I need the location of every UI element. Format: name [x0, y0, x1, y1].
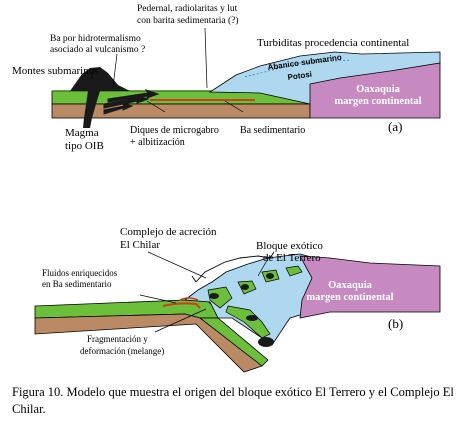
oaxaquia-margin-b	[299, 255, 441, 319]
label-ba-sed: Ba sedimentario	[240, 125, 305, 136]
label-diques-1: Diques de microgabro	[130, 125, 219, 136]
label-frag-2: deformación (melange)	[80, 346, 164, 356]
panel-letter-a: (a)	[388, 119, 402, 134]
label-diques-2: + albitización	[130, 137, 185, 148]
figure-caption: Figura 10. Modelo que muestra el origen …	[12, 385, 454, 416]
label-oaxaquia-a-1: Oaxaquia	[356, 84, 401, 95]
dikes	[103, 89, 160, 115]
label-bloque-2: de El Terrero	[263, 252, 321, 264]
label-magma-2: tipo OIB	[65, 140, 104, 152]
panel-letter-b: (b)	[388, 316, 403, 331]
label-fluidos-1: Fluidos enriquecidos	[42, 268, 118, 278]
label-bloque-1: Bloque exótico	[256, 240, 323, 252]
label-complejo-1: Complejo de acreción	[120, 226, 217, 238]
label-magma-1: Magma	[65, 127, 99, 139]
seamount	[70, 67, 130, 91]
label-pedernal-2: con barita sedimentaria (?)	[137, 15, 239, 26]
magma-conduit	[83, 91, 100, 128]
label-pedernal-1: Pedernal, radiolaritas y lut	[137, 4, 238, 14]
label-oaxaquia-b-1: Oaxaquia	[328, 280, 373, 291]
label-oaxaquia-b-2: margen continental	[306, 292, 393, 303]
slab-green	[34, 297, 219, 319]
panel-a: Pedernal, radiolaritas y lut con barita …	[12, 4, 441, 152]
label-abanico-2: Potosi	[287, 70, 312, 82]
slab-brown	[34, 313, 263, 373]
label-montes: Montes submarinos	[12, 65, 98, 77]
label-complejo-2: El Chilar	[120, 239, 160, 251]
label-oaxaquia-a-2: margen continental	[334, 96, 421, 107]
complejo-bracket	[195, 255, 271, 283]
label-ba-hidro-1: Ba por hidrotermalismo	[50, 34, 141, 44]
oaxaquia-margin-a	[309, 62, 441, 119]
fluid-arrow	[162, 302, 201, 309]
label-turbiditas: Turbiditas procedencia continental	[257, 37, 409, 49]
label-fluidos-2: en Ba sedimentario	[42, 279, 112, 289]
panel-b: Complejo de acreción El Chilar Bloque ex…	[34, 226, 441, 373]
melange-blocks	[207, 265, 303, 339]
label-frag-1: Fragmentación y	[87, 334, 148, 344]
label-ba-hidro-2: asociado al vulcanismo ?	[50, 45, 145, 55]
